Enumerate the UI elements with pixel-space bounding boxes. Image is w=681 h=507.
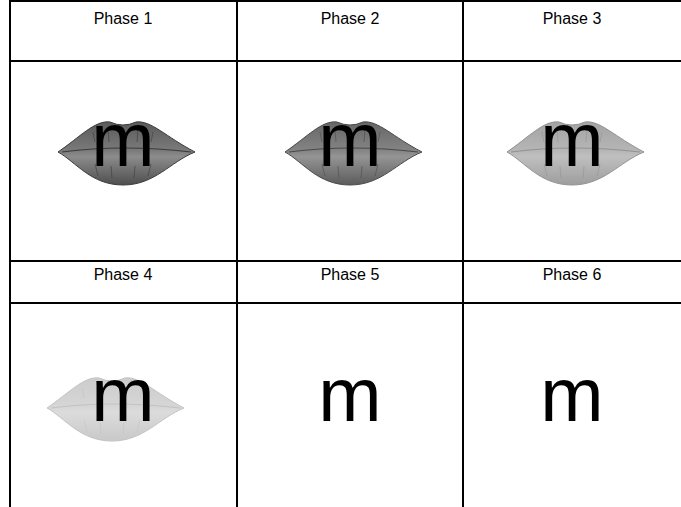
phase-header: Phase 6 <box>543 267 602 283</box>
phoneme-letter: m <box>318 357 381 433</box>
phase-header: Phase 2 <box>321 11 380 27</box>
phase-header: Phase 1 <box>94 11 153 27</box>
phoneme-letter: m <box>91 357 154 433</box>
phase-header: Phase 5 <box>321 267 380 283</box>
phoneme-letter: m <box>318 102 381 178</box>
phoneme-letter: m <box>91 102 154 178</box>
table-grid <box>9 0 681 507</box>
phoneme-letter: m <box>540 357 603 433</box>
phase-header: Phase 3 <box>543 11 602 27</box>
phase-header: Phase 4 <box>94 267 153 283</box>
phoneme-letter: m <box>540 102 603 178</box>
